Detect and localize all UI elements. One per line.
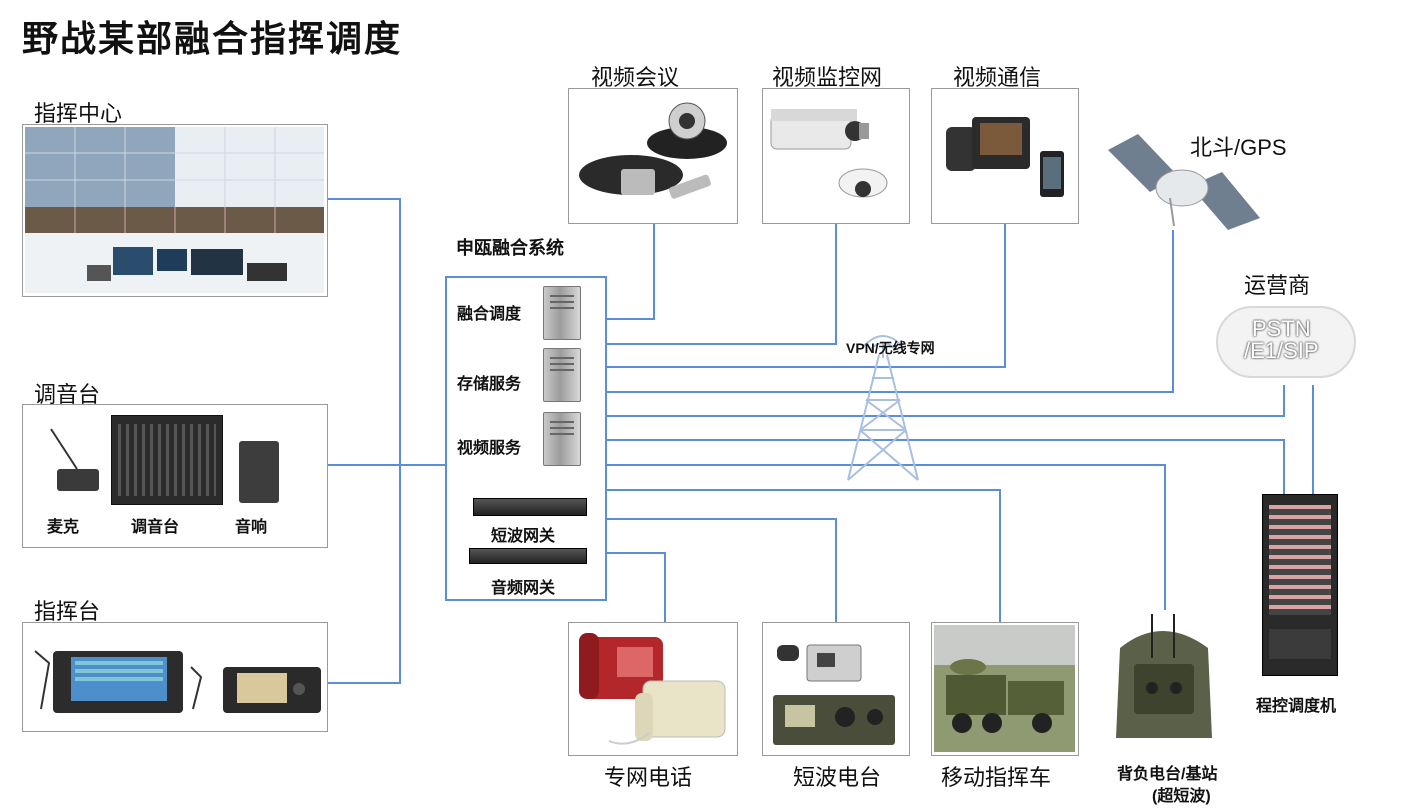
video-surveillance-box bbox=[762, 88, 910, 224]
satellite-icon bbox=[1108, 134, 1260, 230]
hf-radio-box bbox=[762, 622, 910, 756]
fusion-system-title: 申瓯融合系统 bbox=[456, 238, 564, 258]
switch-line bbox=[607, 439, 1285, 500]
backpack-line bbox=[607, 464, 1166, 610]
server-icon bbox=[543, 286, 581, 340]
gateway-audio: 音频网关 bbox=[491, 580, 556, 597]
vehicle-icon bbox=[934, 625, 1075, 752]
gateway-hf: 短波网关 bbox=[491, 528, 556, 545]
hf-radio-line bbox=[607, 518, 837, 622]
beidou-line bbox=[607, 230, 1174, 393]
switch-label: 程控调度机 bbox=[1256, 698, 1337, 715]
fusion-system-box: 融合调度 存储服务 视频服务 短波网关 音频网关 bbox=[445, 276, 607, 601]
service-video: 视频服务 bbox=[457, 440, 522, 457]
mixer-icon bbox=[111, 415, 223, 505]
microphone-icon bbox=[50, 428, 99, 491]
video-comm-label: 视频通信 bbox=[953, 65, 1042, 90]
mixer-item-speaker: 音响 bbox=[235, 519, 268, 536]
console-label: 指挥台 bbox=[34, 599, 101, 624]
mixer-item-mic: 麦克 bbox=[47, 519, 80, 536]
dispatch-console-icon bbox=[34, 650, 321, 713]
mixer-box: 麦克 调音台 音响 bbox=[22, 404, 328, 548]
backpack-sublabel: (超短波) bbox=[1152, 788, 1211, 805]
private-phone-box bbox=[568, 622, 738, 756]
video-comm-box bbox=[931, 88, 1079, 224]
tower-icon bbox=[847, 335, 919, 481]
server-icon bbox=[543, 412, 581, 466]
private-phone-label: 专网电话 bbox=[604, 765, 693, 790]
video-surveillance-label: 视频监控网 bbox=[772, 65, 883, 90]
command-center-box bbox=[22, 124, 328, 297]
carrier-label: 运营商 bbox=[1244, 273, 1311, 298]
beidou-label: 北斗/GPS bbox=[1190, 135, 1287, 160]
video-conference-label: 视频会议 bbox=[591, 65, 680, 90]
video-conf-line bbox=[607, 224, 655, 320]
backpack-label: 背负电台/基站 bbox=[1117, 766, 1218, 783]
cloud-icon bbox=[1216, 306, 1356, 378]
vehicle-line bbox=[607, 489, 1001, 622]
command-vehicle-box bbox=[931, 622, 1079, 756]
service-storage: 存储服务 bbox=[457, 376, 522, 393]
page-title: 野战某部融合指挥调度 bbox=[22, 18, 403, 59]
hf-radio-label: 短波电台 bbox=[793, 765, 882, 790]
service-fusion-dispatch: 融合调度 bbox=[457, 306, 522, 323]
video-phone-icon bbox=[946, 117, 1064, 197]
mixer-section-label: 调音台 bbox=[34, 382, 101, 407]
audio-gateway-icon bbox=[469, 548, 587, 564]
network-label: VPN/无线专网 bbox=[846, 340, 935, 356]
conference-camera-icon bbox=[579, 102, 727, 199]
cloud-line-pstn: PSTN bbox=[1252, 316, 1311, 341]
hf-gateway-icon bbox=[473, 498, 587, 516]
video-conference-box bbox=[568, 88, 738, 224]
video-comm-line bbox=[607, 224, 1006, 368]
phone-line bbox=[607, 552, 666, 622]
speaker-icon bbox=[239, 441, 279, 503]
mixer-item-console: 调音台 bbox=[131, 519, 180, 536]
console-box bbox=[22, 622, 328, 732]
telephone-icon bbox=[579, 633, 726, 745]
server-icon bbox=[543, 348, 581, 402]
video-wall-icon bbox=[25, 127, 324, 293]
carrier-line bbox=[607, 385, 1285, 417]
radio-icon bbox=[773, 644, 895, 745]
backpack-radio-icon bbox=[1116, 614, 1212, 738]
cloud-line-e1-sip: /E1/SIP bbox=[1244, 338, 1319, 363]
switch-rack-icon bbox=[1262, 494, 1338, 676]
command-center-label: 指挥中心 bbox=[34, 101, 123, 126]
command-vehicle-label: 移动指挥车 bbox=[941, 765, 1052, 790]
left-bus-line bbox=[328, 198, 401, 684]
surveillance-camera-icon bbox=[770, 109, 888, 198]
video-monitor-line bbox=[607, 224, 837, 345]
